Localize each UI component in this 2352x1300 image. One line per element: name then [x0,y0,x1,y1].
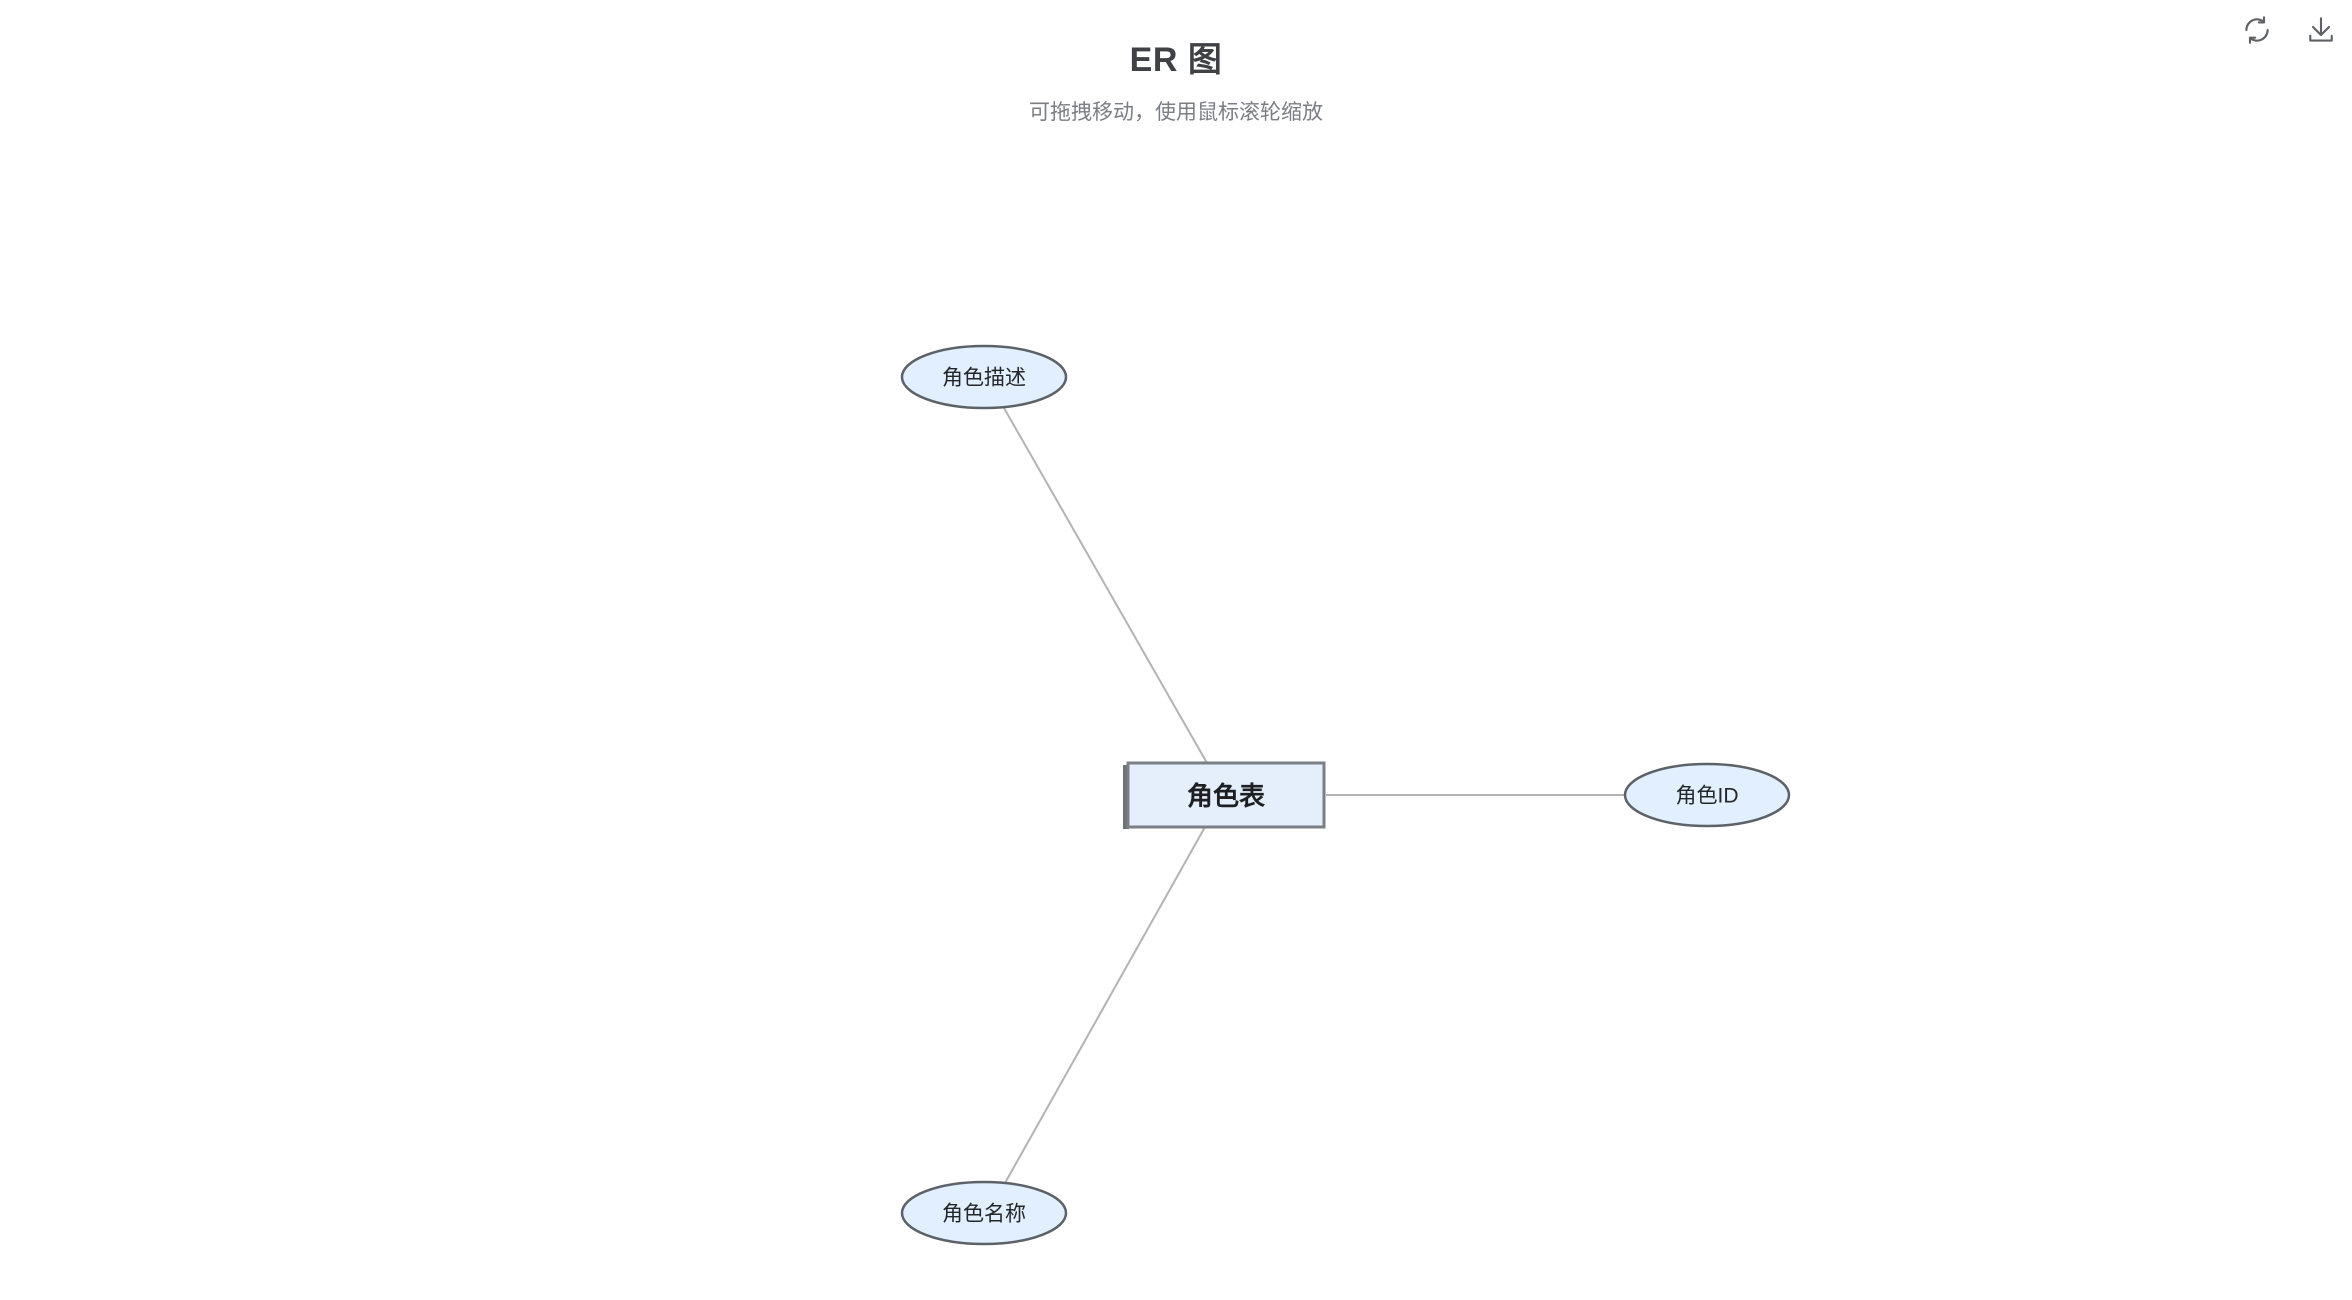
attribute-ellipse[interactable] [900,1180,1068,1246]
edges-layer [1003,407,1625,1184]
attribute-node[interactable]: 角色名称 [900,1180,1068,1246]
toolbar [2236,9,2342,51]
attribute-node[interactable]: 角色描述 [900,344,1068,410]
entity-label: 角色表 [1187,781,1266,811]
download-icon [2306,15,2336,45]
edge-role-name-to-role-table [1004,826,1206,1184]
refresh-icon [2242,15,2272,45]
attribute-node[interactable]: 角色ID [1623,762,1791,828]
edge-role-description-to-role-table [1003,407,1208,764]
attribute-label: 角色名称 [942,1203,1026,1226]
attribute-label: 角色描述 [942,367,1026,390]
entity-rect[interactable] [1126,761,1326,829]
attribute-ellipse[interactable] [1623,762,1791,828]
attribute-ellipse[interactable] [900,344,1068,410]
attribute-label: 角色ID [1676,785,1739,808]
entity-node[interactable]: 角色表 [1123,761,1326,829]
download-button[interactable] [2300,9,2342,51]
reset-view-button[interactable] [2236,9,2278,51]
